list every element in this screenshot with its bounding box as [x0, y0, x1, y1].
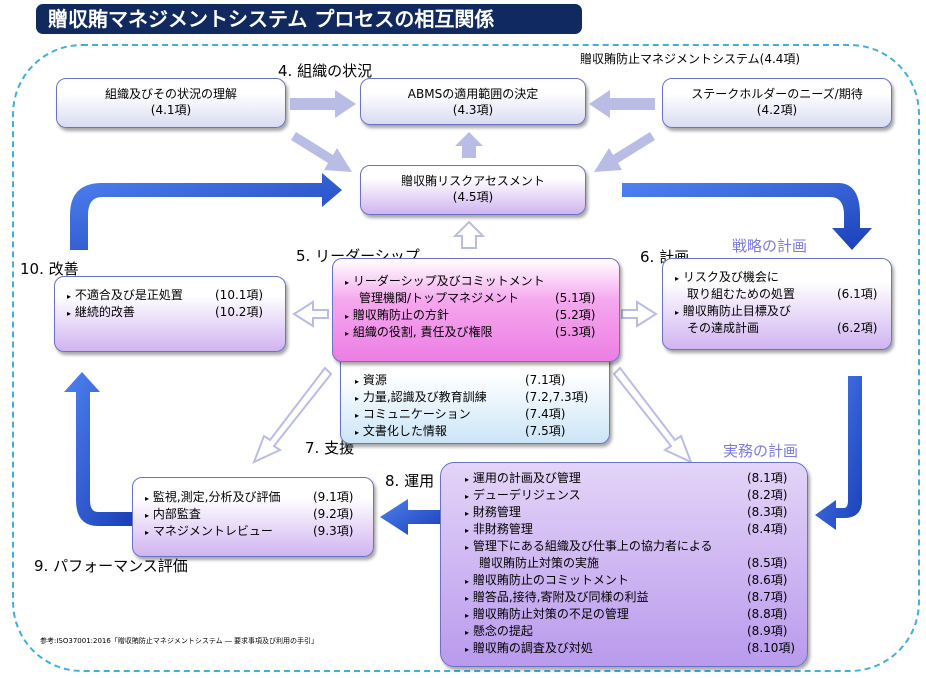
flow-arrow-41-to-43: [290, 90, 356, 118]
box-10-improvement: ▸ 不適合及び是正処置 (10.1項) ▸ 継続的改善 (10.2項): [54, 276, 286, 352]
caption-4-context: 4. 組織の状況: [278, 62, 373, 80]
list-item: ▸ 監視,測定,分析及び評価(9.1項): [145, 490, 354, 504]
box-label: ステークホルダーのニーズ/期待: [691, 87, 863, 101]
caption-7-support: 7. 支援: [305, 439, 355, 457]
list-item: ▸ 不適合及び是正処置 (10.1項): [67, 287, 285, 304]
flow-arrow-41-to-45: [291, 132, 352, 172]
box-ref: (4.3項): [452, 103, 494, 117]
box-bribery-risk-assessment: 贈収賄リスクアセスメント (4.5項): [360, 165, 586, 215]
list-item: その達成計画(6.2項): [687, 321, 878, 335]
system-boundary: [12, 44, 920, 672]
item-text: ▸ 継続的改善: [67, 305, 135, 319]
flow-arrows: [290, 90, 655, 172]
system-label: 贈収賄防止マネジメントシステム(4.4項): [580, 52, 801, 66]
list-item: ▸ 贈収賄防止の方針(5.2項): [345, 308, 596, 322]
list-item: ▸ 運用の計画及び管理(8.1項): [465, 471, 788, 485]
box-9-evaluation: ▸ 監視,測定,分析及び評価(9.1項) ▸ 内部監査(9.2項) ▸ マネジメ…: [132, 477, 374, 557]
cycle-arrow-45-to-6: [622, 183, 872, 250]
cycle-arrow-9-to-10: [64, 372, 132, 526]
caption-strategy-plan: 戦略の計画: [732, 237, 808, 255]
box-context-understanding: 組織及びその状況の理解 (4.1項): [56, 78, 286, 128]
cycle-arrow-8-to-9: [380, 499, 440, 535]
list-item: ▸ 力量,認識及び教育訓練(7.2,7.3項): [355, 390, 589, 404]
flow-arrow-5-to-9: [252, 366, 333, 464]
caption-practice-plan: 実務の計画: [723, 442, 799, 460]
box-ref: (4.5項): [452, 190, 494, 204]
box-label: 組織及びその状況の理解: [104, 87, 237, 101]
cycle-arrow-6-to-8: [815, 376, 862, 530]
item-text: ▸ 不適合及び是正処置: [67, 288, 183, 302]
list-item: ▸ マネジメントレビュー(9.3項): [145, 524, 354, 538]
list-item: ▸ 管理下にある組織及び仕事上の協力者による: [465, 539, 713, 553]
box-5-leadership: ▸ リーダーシップ及びコミットメント 管理機関/トップマネジメント(5.1項) …: [332, 258, 620, 362]
list-item: ▸ 資源(7.1項): [355, 373, 566, 387]
footnote: 参考:ISO37001:2016「贈収賄防止マネジメントシステム ― 要求事項及…: [40, 637, 319, 645]
list-item: ▸ コミュニケーション(7.4項): [355, 407, 566, 421]
list-item: ▸ 組織の役割, 責任及び権限(5.3項): [345, 325, 596, 339]
list-item: ▸ デューデリジェンス(8.2項): [465, 488, 788, 502]
list-item: ▸ 非財務管理(8.4項): [465, 522, 788, 536]
flow-arrow-5-to-6: [621, 300, 658, 328]
box-stakeholder-needs: ステークホルダーのニーズ/期待 (4.2項): [662, 78, 892, 128]
caption-8-operation: 8. 運用: [385, 472, 435, 490]
list-item: ▸ 財務管理(8.3項): [465, 505, 788, 519]
flow-arrow-45-to-43: [455, 132, 483, 158]
cycle-arrow-10-to-45: [70, 173, 342, 250]
hollow-arrows: [252, 220, 693, 464]
list-item: ▸ リーダーシップ及びコミットメント: [345, 274, 545, 288]
list-item: 管理機関/トップマネジメント(5.1項): [359, 291, 596, 305]
list-item: ▸ リスク及び機会に: [675, 270, 779, 284]
list-item: 取り組むための処置(6.1項): [687, 287, 878, 301]
list-item: ▸ 贈収賄防止対策の不足の管理(8.8項): [465, 607, 788, 621]
flow-arrow-5-to-10: [292, 300, 329, 328]
item-ref: (10.2項): [215, 305, 264, 319]
list-item: ▸ 継続的改善 (10.2項): [67, 304, 285, 321]
box-ref: (4.1項): [150, 103, 192, 117]
caption-9-evaluation: 9. パフォーマンス評価: [34, 557, 188, 575]
list-item: ▸ 贈答品,接待,寄附及び同様の利益(8.7項): [465, 590, 788, 604]
box-label: ABMSの適用範囲の決定: [407, 87, 539, 101]
caption-10-improvement: 10. 改善: [20, 260, 79, 278]
flow-arrow-42-to-43: [589, 90, 655, 118]
flow-arrow-42-to-45: [594, 132, 655, 172]
item-ref: (10.1項): [215, 288, 264, 302]
list-item: ▸ 贈収賄の調査及び対処(8.10項): [465, 641, 796, 655]
diagram-title: 贈収賄マネジメントシステム プロセスの相互関係: [36, 4, 582, 34]
box-label: 贈収賄リスクアセスメント: [401, 174, 545, 188]
list-item: ▸ 贈収賄防止目標及び: [675, 304, 791, 318]
list-item: ▸ 贈収賄防止のコミットメント(8.6項): [465, 573, 788, 587]
list-item: ▸ 内部監査(9.2項): [145, 507, 354, 521]
list-item: ▸ 文書化した情報(7.5項): [355, 424, 566, 438]
box-ref: (4.2項): [756, 103, 798, 117]
cycle-arrows: [64, 173, 872, 535]
flow-arrow-5-to-8: [612, 366, 693, 464]
flow-arrow-5-to-45: [452, 220, 486, 249]
list-item: 贈収賄防止対策の実施(8.5項): [479, 556, 788, 570]
list-item: ▸ 懸念の提起(8.9項): [465, 624, 788, 638]
box-8-operation: ▸ 運用の計画及び管理(8.1項) ▸ デューデリジェンス(8.2項) ▸ 財務…: [440, 462, 808, 667]
box-6-planning: ▸ リスク及び機会に 取り組むための処置(6.1項) ▸ 贈収賄防止目標及び そ…: [662, 258, 892, 350]
box-abms-scope: ABMSの適用範囲の決定 (4.3項): [360, 78, 586, 125]
